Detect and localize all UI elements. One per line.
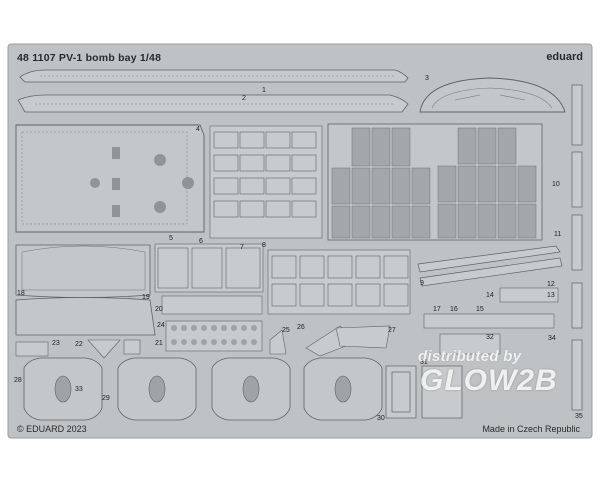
part-1-long-strip (19, 69, 409, 83)
part-number-25: 25 (282, 327, 290, 334)
part-number-31: 31 (420, 359, 428, 366)
part-number-22: 22 (75, 341, 83, 348)
part-18-frame (15, 244, 151, 298)
part-5-7-racks (154, 243, 264, 315)
part-number-11: 11 (554, 231, 561, 238)
brand-logo: eduard (546, 51, 583, 63)
part-19-frame (15, 297, 156, 336)
part-number-16: 16 (450, 306, 458, 313)
part-tile-grid (327, 123, 543, 241)
part-number-19: 19 (142, 294, 150, 301)
part-number-21: 21 (155, 340, 163, 347)
part-number-34: 34 (548, 335, 556, 342)
part-number-35: 35 (575, 413, 583, 420)
part-number-28: 28 (14, 377, 22, 384)
part-number-6: 6 (199, 238, 203, 245)
watermark-line-1: distributed by (418, 348, 522, 365)
part-number-33: 33 (75, 386, 83, 393)
part-number-27: 27 (388, 327, 396, 334)
copyright-text: © EDUARD 2023 (17, 424, 87, 434)
part-33-rings (54, 375, 352, 403)
part-number-9: 9 (420, 280, 424, 287)
part-number-18: 18 (17, 290, 25, 297)
part-30-31-frames (385, 365, 463, 419)
part-number-26: 26 (297, 324, 305, 331)
part-number-15: 15 (476, 306, 484, 313)
part-rivet-rows (165, 320, 263, 352)
part-number-3: 3 (425, 75, 429, 82)
part-lower-clips (267, 249, 411, 315)
part-number-17: 17 (433, 306, 441, 313)
part-number-29: 29 (102, 395, 110, 402)
part-3-dome-panel (419, 77, 566, 113)
part-9-angled-strip (417, 245, 563, 287)
part-number-24: 24 (157, 322, 165, 329)
part-2-long-strip (17, 94, 409, 113)
part-4-bulkhead-panel (15, 124, 205, 233)
origin-text: Made in Czech Republic (482, 424, 580, 434)
part-number-14: 14 (486, 292, 494, 299)
distributor-watermark: distributed by GLOW2B (418, 346, 588, 406)
part-number-32: 32 (486, 334, 494, 341)
part-12-17-small (423, 287, 559, 355)
part-number-23: 23 (52, 340, 60, 347)
part-number-8: 8 (262, 242, 266, 249)
fret-title: 48 1107 PV-1 bomb bay 1/48 (17, 52, 162, 64)
part-number-12: 12 (547, 281, 555, 288)
part-number-20: 20 (155, 306, 163, 313)
part-number-labels: 1 2 3 4 5 6 7 8 9 10 11 12 13 14 15 16 1… (14, 75, 583, 422)
part-22-27-small (15, 325, 391, 359)
part-bomb-clips (209, 125, 323, 239)
part-number-30: 30 (377, 415, 385, 422)
part-number-1: 1 (262, 87, 266, 94)
part-number-10: 10 (552, 181, 560, 188)
part-edge-strips (571, 84, 583, 411)
part-number-7: 7 (240, 244, 244, 251)
part-number-2: 2 (242, 95, 246, 102)
part-number-4: 4 (196, 126, 200, 133)
watermark-line-2: GLOW2B (420, 364, 558, 397)
part-number-5: 5 (169, 235, 173, 242)
part-number-13: 13 (547, 292, 555, 299)
